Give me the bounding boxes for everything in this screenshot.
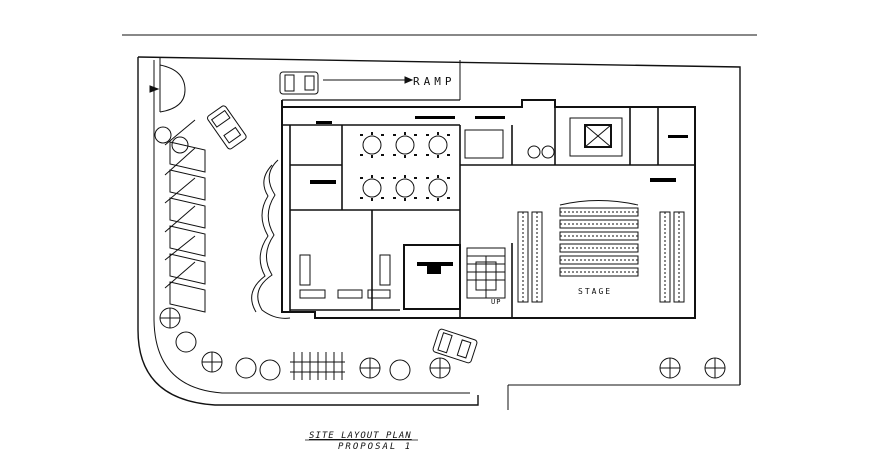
office-furniture	[299, 117, 623, 310]
building-outline	[281, 60, 696, 319]
landscape-hedge	[251, 159, 291, 319]
ramp-car	[279, 71, 319, 95]
stage-label: STAGE	[578, 287, 613, 296]
round-tables	[360, 132, 450, 201]
auditorium-seating	[517, 200, 685, 303]
ramp-arrow	[323, 76, 414, 84]
staircase	[466, 247, 506, 299]
entrance-gate	[149, 58, 186, 113]
drawing-title: SITE LAYOUT PLAN	[309, 431, 412, 441]
parked-car-bottom	[432, 328, 478, 364]
trees	[154, 126, 726, 381]
stair-up-label: UP	[491, 298, 502, 306]
ramp-label: RAMP	[413, 75, 456, 88]
fence	[290, 352, 345, 380]
parking-bays	[164, 119, 206, 313]
furniture-fills	[310, 116, 688, 274]
site-boundary	[137, 56, 741, 410]
drawing-subtitle: PROPOSAL 1	[338, 442, 413, 452]
parked-car	[207, 105, 247, 150]
